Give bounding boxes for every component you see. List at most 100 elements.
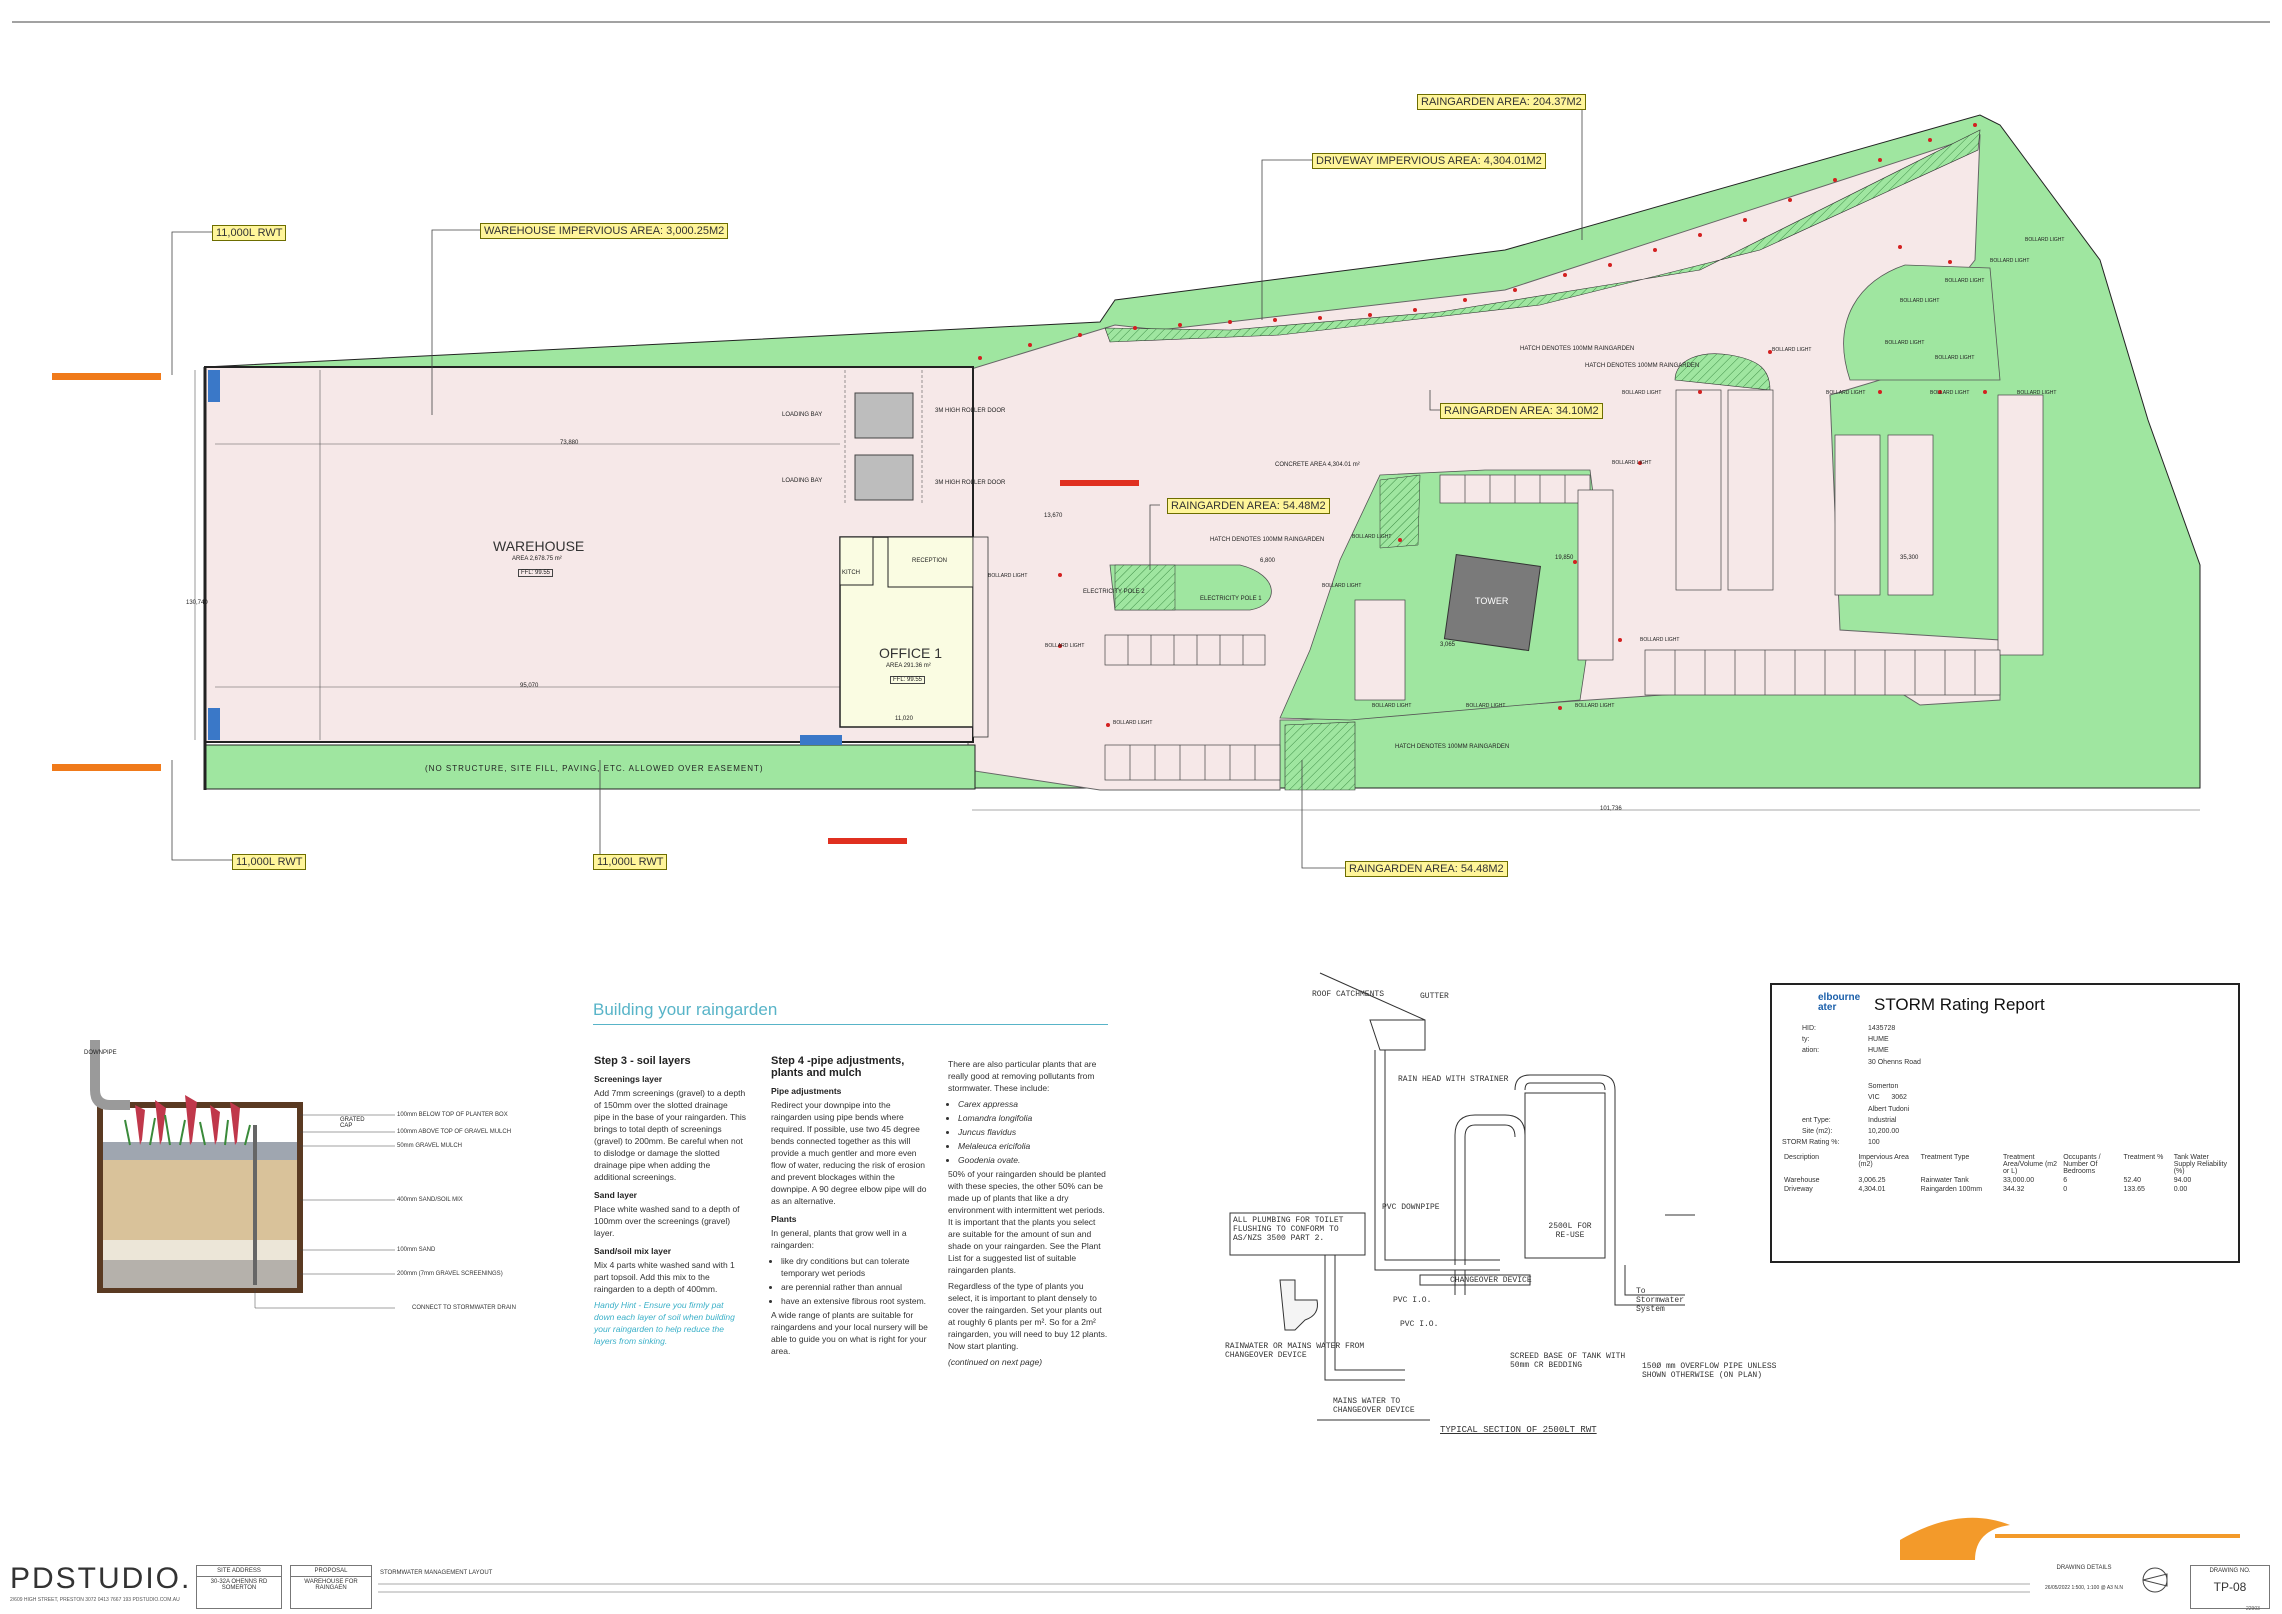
sand-layer <box>103 1240 297 1260</box>
hatch-note-2: HATCH DENOTES 100MM RAINGARDEN <box>1520 346 1635 352</box>
planter-box <box>97 1102 303 1293</box>
pipe-text: Redirect your downpipe into the raingard… <box>771 1100 927 1206</box>
table-row: Driveway 4,304.01 Raingarden 100mm 344.3… <box>1782 1185 2232 1194</box>
report-field-value: HUME <box>1868 1047 1889 1054</box>
gravel-mulch-layer <box>103 1142 297 1160</box>
plants-text-2: A wide range of plants are suitable for … <box>771 1310 928 1356</box>
bollard-label-20: BOLLARD LIGHT <box>1945 278 1985 284</box>
report-field-value: 1435728 <box>1868 1025 1896 1032</box>
office-area: AREA 291.36 m² <box>886 663 931 669</box>
kitch-label: KITCH <box>842 570 860 576</box>
bollard-label-15: BOLLARD LIGHT <box>2017 390 2057 396</box>
blue-marker-top <box>208 370 220 402</box>
site-plan <box>12 21 2270 869</box>
reception-label: RECEPTION <box>912 558 948 564</box>
bollard-label-10: BOLLARD LIGHT <box>1612 460 1652 466</box>
step4-column: Step 4 -pipe adjustments, plants and mul… <box>771 1055 931 1361</box>
table-cell: 3,006.25 <box>1858 1177 1886 1184</box>
office-water-tag <box>800 735 842 745</box>
species-item: Lomandra longifolia <box>958 1112 1110 1124</box>
electricity-pole-2-label: ELECTRICITY POLE 2 <box>1083 589 1145 595</box>
report-header-cell: Treatment Area/Volume (m2 or L) <box>2002 1154 2058 1175</box>
gravel-screenings-layer <box>103 1260 297 1288</box>
office-title: OFFICE 1 <box>879 645 943 661</box>
species-item: Carex appressa <box>958 1098 1110 1110</box>
plumbing-note: ALL PLUMBING FOR TOILET FLUSHING TO CONF… <box>1233 1216 1344 1243</box>
overflow-label: 150Ø mm OVERFLOW PIPE UNLESS SHOWN OTHER… <box>1642 1362 1777 1380</box>
report-field-value: Somerton <box>1868 1083 1899 1090</box>
proposal-value: WAREHOUSE FOR RAINGAEN <box>304 1579 358 1591</box>
report-table-header: Description Impervious Area (m2) Treatme… <box>1782 1153 2232 1176</box>
pvc-io-1-label: PVC I.O. <box>1393 1296 1432 1305</box>
drawing-number-box: DRAWING NO. TP-08 <box>2190 1565 2270 1609</box>
bollard-label-13: BOLLARD LIGHT <box>1826 390 1866 396</box>
grated-cap-label: GRATED CAP <box>340 1117 365 1129</box>
report-field-key: Site (m2): <box>1802 1128 1833 1135</box>
site-address-value: 30-32A OHENNS RD SOMERTON <box>210 1579 268 1591</box>
mains-label: MAINS WATER TO CHANGEOVER DEVICE <box>1333 1397 1415 1415</box>
tower-label: TOWER <box>1475 596 1509 606</box>
step4-title: Step 4 -pipe adjustments, plants and mul… <box>771 1055 905 1079</box>
report-field-value: HUME <box>1868 1036 1889 1043</box>
bollard-label-9: BOLLARD LIGHT <box>1640 637 1680 643</box>
warehouse-title: WAREHOUSE <box>493 538 585 554</box>
dim-10: 3,065 <box>1440 642 1456 648</box>
pipe-title: Pipe adjustments <box>771 1086 842 1096</box>
report-field-key: STORM Rating %: <box>1782 1139 1840 1146</box>
section-caption: TYPICAL SECTION OF 2500LT RWT <box>1440 1425 1597 1435</box>
melbourne-water-logo: elbourne ater <box>1818 992 1861 1013</box>
dim-3: 95,070 <box>520 683 539 689</box>
dim-2: 130,740 <box>186 600 208 606</box>
drawing-details-value: 26/05/2022 1:500, 1:100 @ A3 N.N <box>2045 1585 2123 1591</box>
plants-title: Plants <box>771 1214 797 1224</box>
callout-warehouse-impervious: WAREHOUSE IMPERVIOUS AREA: 3,000.25M2 <box>480 223 729 239</box>
tower-block <box>1443 553 1541 652</box>
office-ffl: FFL: 99.55 <box>890 676 926 684</box>
report-header-cell: Description <box>1784 1154 1820 1161</box>
raingarden-heading-rule <box>593 1024 1108 1025</box>
plants-text: In general, plants that grow well in a r… <box>771 1228 907 1250</box>
report-field-key: ent Type: <box>1802 1117 1831 1124</box>
soil-diagram <box>90 1040 395 1309</box>
raingarden-heading: Building your raingarden <box>593 1000 778 1019</box>
bollard-label-7: BOLLARD LIGHT <box>1466 703 1506 709</box>
table-row: Warehouse 3,006.25 Rainwater Tank 33,000… <box>1782 1176 2232 1185</box>
soil-label-4: 400mm SAND/SOIL MIX <box>397 1197 463 1203</box>
dim-7: 6,800 <box>1260 558 1276 564</box>
report-header-cell: Treatment % <box>2123 1154 2164 1161</box>
table-cell: 4,304.01 <box>1858 1186 1886 1193</box>
drawing-details-heading: DRAWING DETAILS <box>2056 1565 2112 1571</box>
bollard-label-14: BOLLARD LIGHT <box>1930 390 1970 396</box>
continued-note: (continued on next page) <box>948 1357 1043 1367</box>
bollard-label-19: BOLLARD LIGHT <box>1990 258 2030 264</box>
drawing-title: STORMWATER MANAGEMENT LAYOUT <box>380 1570 493 1576</box>
drawing-number-value: TP-08 <box>2213 1580 2247 1594</box>
callout-raingarden-mid: RAINGARDEN AREA: 34.10M2 <box>1440 403 1603 419</box>
bollard-label-5: BOLLARD LIGHT <box>1322 583 1362 589</box>
hatch-note-3: HATCH DENOTES 100MM RAINGARDEN <box>1395 744 1510 750</box>
report-header-cell: Impervious Area (m2) <box>1858 1154 1909 1168</box>
easement-tag-top <box>52 373 161 380</box>
hatch-note-4: HATCH DENOTES 100MM RAINGARDEN <box>1585 363 1700 369</box>
raingarden-34 <box>1674 353 1771 391</box>
soil-label-1: 100mm BELOW TOP OF PLANTER BOX <box>397 1112 508 1118</box>
bollard-label-12: BOLLARD LIGHT <box>1772 347 1812 353</box>
dim-9: 35,300 <box>1900 555 1919 561</box>
green-island-right <box>1843 264 2001 381</box>
step3-title: Step 3 - soil layers <box>594 1055 691 1067</box>
report-field-value: Industrial <box>1868 1117 1897 1124</box>
toilet-note-box <box>1229 1212 1366 1256</box>
table-cell: Warehouse <box>1784 1177 1820 1184</box>
plants-list-item: are perennial rather than annual <box>781 1281 931 1293</box>
gutter-label: GUTTER <box>1420 992 1449 1001</box>
hatch-note-1: HATCH DENOTES 100MM RAINGARDEN <box>1210 537 1325 543</box>
report-field-value: 30 Ohenns Road <box>1868 1059 1921 1066</box>
plants-list: like dry conditions but can tolerate tem… <box>771 1255 931 1307</box>
brand-swoosh <box>1900 1517 2010 1560</box>
dim-4: 101,736 <box>1600 806 1622 812</box>
soil-label-7: CONNECT TO STORMWATER DRAIN <box>412 1305 516 1311</box>
table-cell: 94.00 <box>2173 1177 2192 1184</box>
warehouse-area: AREA 2,678.75 m² <box>512 556 562 562</box>
proposal-heading: PROPOSAL <box>291 1566 371 1577</box>
report-field-value: 100 <box>1868 1139 1880 1146</box>
